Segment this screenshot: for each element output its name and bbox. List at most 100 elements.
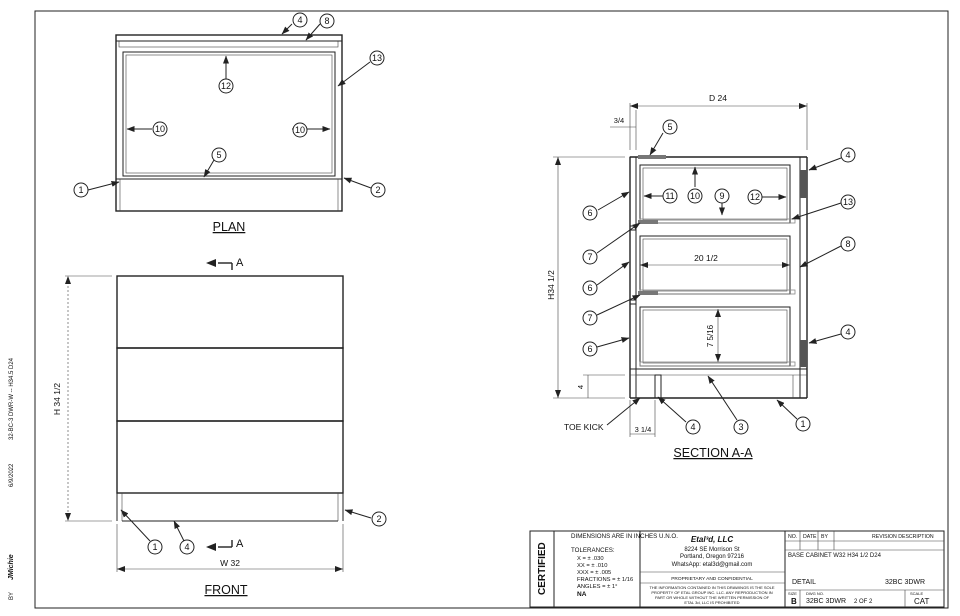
balloon-6: 6	[582, 341, 598, 357]
balloon-4: 4	[840, 324, 856, 340]
scale-label: SCALE	[910, 591, 923, 596]
section-depth-dimension: D 24	[709, 93, 727, 103]
plan-title: PLAN	[213, 220, 246, 234]
section-view: D 24 3/4 H34 1/2 4 3 1/4 20 1/2 7 5/16 T…	[546, 93, 856, 460]
svg-text:13: 13	[372, 53, 382, 63]
section-height-dimension: H34 1/2	[546, 270, 556, 300]
tolerance-xxx: XXX = ± .005	[577, 570, 611, 576]
svg-text:4: 4	[184, 542, 189, 552]
front-title: FRONT	[204, 583, 247, 597]
front-width-dimension: W 32	[220, 558, 240, 568]
drawer-box-bottom	[639, 306, 791, 367]
sheet-number: 2 OF 2	[854, 599, 873, 605]
svg-text:5: 5	[216, 150, 221, 160]
disclaimer-line-4: ETAL 3d, LLC IS PROHIBITED	[684, 600, 739, 605]
front-view: A A H 34 1/2 W 32 FRONT 1 4 2	[52, 257, 387, 597]
svg-text:6: 6	[587, 208, 592, 218]
disclaimer-line-2: PROPERTY OF ETAL GROUP INC. LLC. ANY REP…	[651, 590, 772, 595]
svg-text:2: 2	[375, 185, 380, 195]
balloon-11: 11	[662, 188, 678, 204]
svg-text:8: 8	[324, 16, 329, 26]
company-contact: WhatsApp: etal3d@gmail.com	[672, 562, 753, 568]
balloon-12: 12	[747, 189, 763, 205]
top-overhang-dimension: 3/4	[614, 116, 624, 125]
svg-text:12: 12	[221, 81, 231, 91]
svg-text:4: 4	[845, 150, 850, 160]
proprietary-label: PROPRIETARY AND CONFIDENTIAL	[671, 576, 753, 582]
balloon-10: 10	[152, 121, 168, 137]
drawing-description: BASE CABINET W32 H34 1/2 D24	[788, 553, 882, 559]
drawer-front-section	[629, 303, 637, 370]
balloon-2: 2	[371, 511, 387, 527]
detail-label: DETAIL	[792, 579, 816, 586]
drawing-number-value: 32BC 3DWR	[806, 598, 846, 605]
balloon-9: 9	[714, 188, 730, 204]
svg-text:4: 4	[690, 422, 695, 432]
size-label: SIZE	[788, 591, 797, 596]
drawer-front-section	[629, 229, 637, 301]
section-marker-bottom: A	[236, 538, 244, 550]
balloon-10: 10	[292, 122, 308, 138]
balloon-1: 1	[795, 416, 811, 432]
revision-description-header: REVISION DESCRIPTION	[872, 534, 934, 540]
tolerance-xx: XX = ± .010	[577, 563, 607, 569]
toe-kick-label: TOE KICK	[564, 422, 604, 432]
balloon-13: 13	[369, 50, 385, 66]
balloon-5: 5	[662, 119, 678, 135]
tolerance-angles: ANGLES = ± 1°	[577, 584, 617, 590]
revision-date-header: DATE	[803, 534, 817, 540]
balloon-12: 12	[218, 78, 234, 94]
tolerance-fractions: FRACTIONS = ± 1/16	[577, 577, 633, 583]
drawer-front-bottom	[116, 420, 344, 494]
svg-text:5: 5	[667, 122, 672, 132]
back-rail	[800, 340, 807, 367]
disclaimer-line-3: PART OR WHOLE WITHOUT THE WRITTEN PERMIS…	[655, 595, 770, 600]
svg-text:1: 1	[800, 419, 805, 429]
balloon-4: 4	[685, 419, 701, 435]
svg-text:1: 1	[152, 542, 157, 552]
title-block: CERTIFIED DIMENSIONS ARE IN INCHES U.N.O…	[529, 530, 945, 608]
svg-text:3: 3	[738, 422, 743, 432]
balloon-8: 8	[319, 13, 335, 29]
svg-text:7: 7	[587, 252, 592, 262]
balloon-2: 2	[370, 182, 386, 198]
size-value: B	[791, 597, 797, 606]
svg-text:8: 8	[845, 239, 850, 249]
back-rail	[800, 170, 807, 198]
balloon-13: 13	[840, 194, 856, 210]
toe-kick-depth-dimension: 3 1/4	[635, 425, 652, 434]
balloon-6: 6	[582, 205, 598, 221]
drawer-front-middle	[116, 347, 344, 422]
balloon-8: 8	[840, 236, 856, 252]
plan-view: PLAN 4 8 13 12 10 10 5 1 2	[73, 12, 386, 234]
toe-kick-height-dimension: 4	[576, 385, 585, 389]
dimensions-header: DIMENSIONS ARE IN INCHES U.N.O.	[571, 533, 678, 540]
balloon-4: 4	[179, 539, 195, 555]
balloon-6: 6	[582, 280, 598, 296]
plan-outline	[115, 34, 343, 212]
svg-text:7: 7	[587, 313, 592, 323]
toe-kick-panel	[654, 374, 662, 399]
drawing-date: 6/9/2022	[9, 463, 15, 487]
balloon-7: 7	[582, 249, 598, 265]
svg-text:6: 6	[587, 283, 592, 293]
drawer-front-top	[116, 275, 344, 349]
svg-text:4: 4	[845, 327, 850, 337]
plan-drawer-box	[122, 51, 336, 177]
section-title: SECTION A-A	[673, 446, 753, 460]
balloon-4: 4	[840, 147, 856, 163]
by-label: BY	[9, 592, 15, 600]
balloon-10: 10	[687, 188, 703, 204]
svg-text:12: 12	[750, 192, 760, 202]
balloon-4: 4	[292, 12, 308, 28]
svg-text:4: 4	[297, 15, 302, 25]
drawer-front-section	[629, 156, 637, 227]
plan-top-rail	[118, 40, 339, 48]
company-address-city: Portland, Oregon 97216	[680, 554, 745, 560]
balloon-1: 1	[73, 182, 89, 198]
revision-number-header: NO.	[788, 534, 797, 540]
drawer-height-dimension: 7 5/16	[706, 324, 715, 347]
tolerance-na: NA	[577, 591, 587, 598]
